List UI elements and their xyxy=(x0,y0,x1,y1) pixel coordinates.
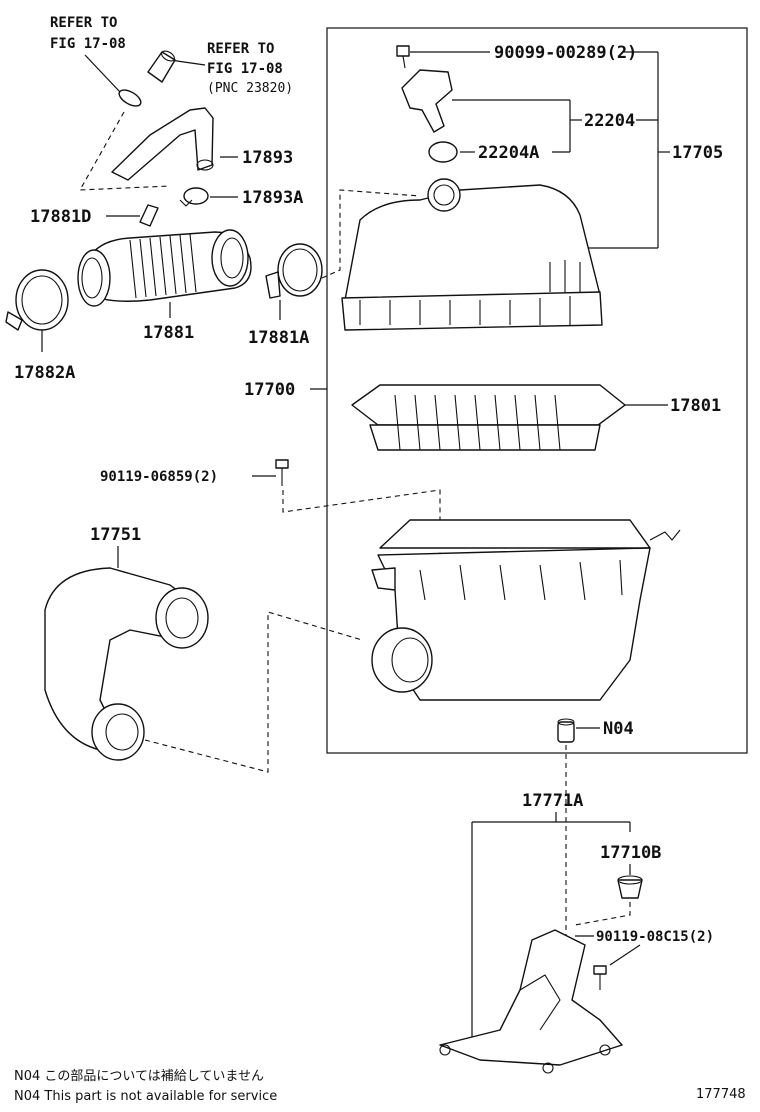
refer-label-2-line1: REFER TO xyxy=(207,41,274,57)
part-17751: 17751 xyxy=(90,525,141,545)
part-17771A: 17771A xyxy=(522,791,583,811)
air-cleaner-cover xyxy=(341,178,603,331)
air-flow-meter xyxy=(401,69,453,133)
part-17801: 17801 xyxy=(670,396,721,416)
part-17881A: 17881A xyxy=(248,328,309,348)
hose-clamp-small xyxy=(183,187,209,205)
clip-grommet xyxy=(617,875,643,899)
part-17881: 17881 xyxy=(143,323,194,343)
part-22204: 22204 xyxy=(584,111,635,131)
mounting-bracket xyxy=(439,929,623,1074)
refer-label-1-line2: FIG 17-08 xyxy=(50,36,126,52)
air-inlet-duct xyxy=(44,567,209,761)
clip-icon xyxy=(118,89,142,107)
part-17882A: 17882A xyxy=(14,363,75,383)
ventilation-hose xyxy=(111,107,214,181)
assembly-frame xyxy=(326,27,748,754)
part-90099: 90099-00289(2) xyxy=(494,43,637,63)
figure-id: 177748 xyxy=(696,1087,746,1102)
refer-label-2-line3: (PNC 23820) xyxy=(207,81,293,96)
part-17710B: 17710B xyxy=(600,843,661,863)
part-17893: 17893 xyxy=(242,148,293,168)
air-cleaner-case xyxy=(371,519,681,701)
intake-hose xyxy=(77,229,252,307)
part-17705: 17705 xyxy=(672,143,723,163)
hose-end-icon xyxy=(147,51,176,83)
part-17893A: 17893A xyxy=(242,188,303,208)
refer-label-1-line1: REFER TO xyxy=(50,15,117,31)
note-japanese: N04 この部品については補給していません xyxy=(14,1069,264,1084)
sensor-o-ring xyxy=(428,141,458,163)
part-N04: N04 xyxy=(603,719,634,739)
part-22204A: 22204A xyxy=(478,143,539,163)
part-17700: 17700 xyxy=(244,380,295,400)
part-90119-06859: 90119-06859(2) xyxy=(100,469,218,485)
part-17881D: 17881D xyxy=(30,207,91,227)
bolt-icon-2 xyxy=(275,459,289,486)
refer-label-2-line2: FIG 17-08 xyxy=(207,61,283,77)
bolt-icon-3 xyxy=(593,965,607,990)
note-english: N04 This part is not available for servi… xyxy=(14,1089,277,1104)
hose-clamp-right xyxy=(265,243,323,299)
part-90119-08C15: 90119-08C15(2) xyxy=(596,929,714,945)
hose-clamp-left xyxy=(5,269,69,331)
rubber-mount xyxy=(557,718,575,743)
air-filter-element xyxy=(351,384,626,451)
hose-nipple xyxy=(139,204,159,227)
bolt-icon xyxy=(396,45,410,69)
